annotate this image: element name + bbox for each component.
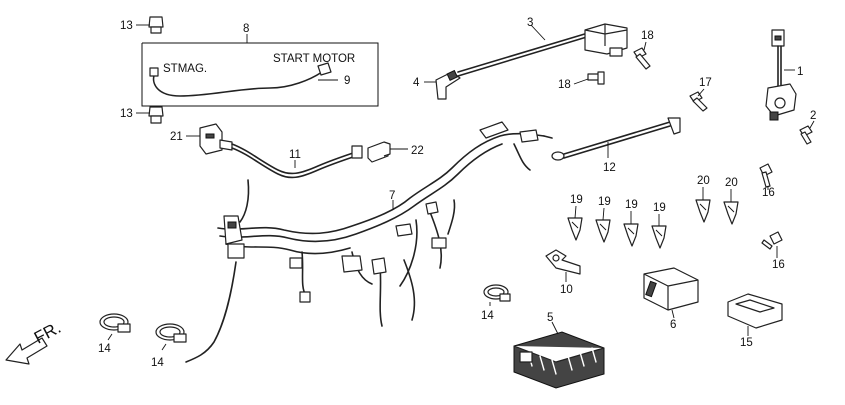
callout-9: 9 xyxy=(344,75,350,87)
callout-14-a: 14 xyxy=(98,343,111,355)
bolt-13-bottom xyxy=(148,106,164,124)
callout-18-a: 18 xyxy=(641,30,654,42)
clip-19-b xyxy=(595,219,611,243)
bolt-16-a xyxy=(759,163,773,188)
callout-8-box xyxy=(141,42,379,107)
label-st-mag: STMAG. xyxy=(163,63,207,75)
callout-4: 4 xyxy=(413,77,420,89)
callout-20-b: 20 xyxy=(725,177,738,189)
callout-18-b: 18 xyxy=(558,79,571,91)
clip-20-a xyxy=(695,199,711,223)
callout-3: 3 xyxy=(527,17,533,29)
callout-1: 1 xyxy=(797,66,803,78)
band-14-c xyxy=(483,284,511,302)
callout-14-b: 14 xyxy=(151,357,164,369)
callout-2: 2 xyxy=(810,110,816,122)
clip-20-b xyxy=(723,201,739,225)
callout-7: 7 xyxy=(389,190,395,202)
callout-21: 21 xyxy=(170,131,183,143)
callout-15: 15 xyxy=(740,337,753,349)
callout-19-a: 19 xyxy=(570,194,583,206)
callout-19-d: 19 xyxy=(653,202,666,214)
main-wire-harness-7 xyxy=(185,121,553,363)
callout-17: 17 xyxy=(699,77,712,89)
bolt-18-a xyxy=(633,47,651,70)
callout-14-c: 14 xyxy=(481,310,494,322)
battery-cable-12 xyxy=(551,117,681,161)
sensor-1 xyxy=(765,29,797,121)
callout-6: 6 xyxy=(670,319,676,331)
clip-19-a xyxy=(567,217,583,241)
callout-12: 12 xyxy=(603,162,616,174)
callout-8: 8 xyxy=(243,23,249,35)
callout-13-top: 13 xyxy=(120,20,133,32)
callout-10: 10 xyxy=(560,284,573,296)
callout-16-a: 16 xyxy=(762,187,775,199)
front-arrow-icon xyxy=(5,337,48,365)
callout-19-b: 19 xyxy=(598,196,611,208)
connector-21 xyxy=(199,123,233,155)
connector-block-6 xyxy=(643,267,699,311)
ignition-coil-3 xyxy=(584,23,628,57)
band-14-a xyxy=(99,313,131,333)
callout-13-bottom: 13 xyxy=(120,108,133,120)
label-start-motor: START MOTOR xyxy=(273,53,355,65)
callout-19-c: 19 xyxy=(625,199,638,211)
bolt-16-b xyxy=(761,231,783,250)
callout-11: 11 xyxy=(289,149,301,161)
clip-19-d xyxy=(651,225,667,249)
callout-5: 5 xyxy=(547,312,553,324)
regulator-rectifier-5 xyxy=(513,331,605,389)
spark-plug-cap-4 xyxy=(435,69,461,100)
clip-19-c xyxy=(623,223,639,247)
callout-22: 22 xyxy=(411,145,424,157)
connector-22 xyxy=(367,141,391,163)
callout-16-b: 16 xyxy=(772,259,785,271)
bolt-2 xyxy=(799,125,813,145)
bolt-18-b xyxy=(587,71,605,85)
band-14-b xyxy=(155,323,187,343)
bolt-13-top xyxy=(148,16,164,34)
cover-15 xyxy=(727,293,783,329)
clamp-10 xyxy=(545,249,581,275)
callout-20-a: 20 xyxy=(697,175,710,187)
